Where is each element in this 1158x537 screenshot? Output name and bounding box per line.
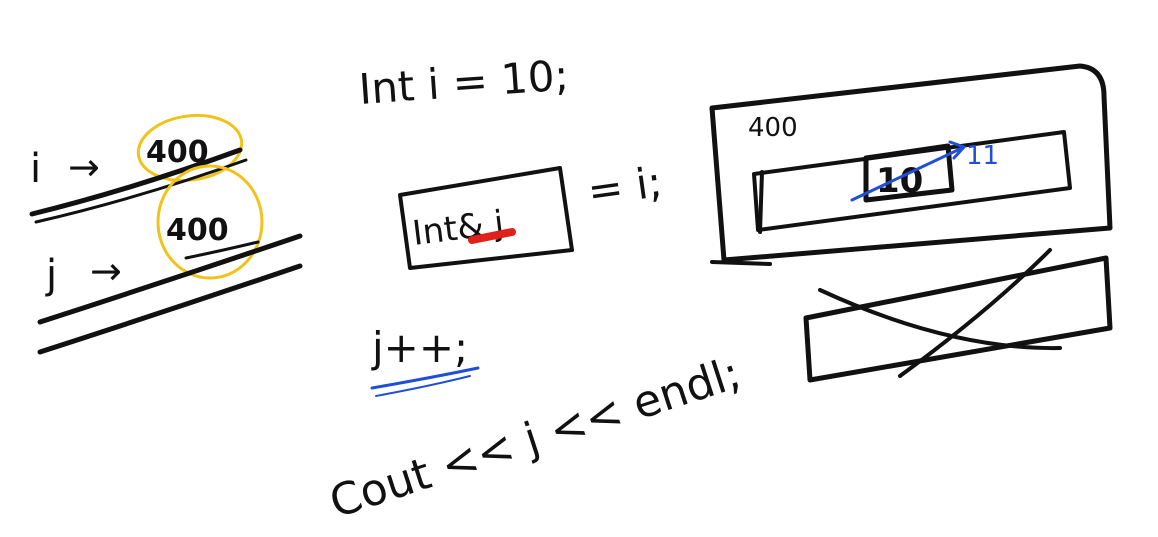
code-reference: Int& j = i; (398, 157, 665, 270)
output-text: Cout << j << endl; (324, 348, 747, 529)
memory-outer-box (709, 63, 1113, 263)
note-var-j: j (45, 252, 57, 298)
memory-cell-divider (758, 170, 764, 234)
note-arrow-1: → (68, 145, 100, 189)
memory-outer-tick (710, 260, 772, 266)
ref-decl-text: Int& j (410, 203, 506, 254)
address-notes: i → 400 j → 400 (29, 113, 303, 355)
underline-i-1 (29, 147, 243, 217)
highlight-circle-i (136, 113, 244, 183)
arrow-head-icon (948, 140, 967, 160)
note-addr-j: 400 (166, 213, 229, 248)
ref-decl-box (398, 166, 574, 270)
increment-underline-blue-2 (375, 375, 471, 397)
underline-i-2 (34, 158, 248, 224)
underline-j-1 (37, 233, 303, 325)
note-var-i: i (30, 146, 41, 192)
value-box (863, 143, 955, 203)
ref-assign-text: = i; (585, 157, 665, 216)
note-arrow-2: → (90, 249, 122, 293)
cross-line-2 (898, 248, 1052, 378)
underline-addr-j (184, 240, 260, 260)
memory-old-value: 10 (876, 161, 923, 201)
memory-diagram: 400 10 11 (709, 63, 1113, 383)
memory-address-label: 400 (748, 113, 798, 143)
cross-line-1 (818, 288, 1062, 351)
code-output: Cout << j << endl; (324, 348, 747, 529)
crossed-box (803, 255, 1113, 383)
ampersand-underline-red (468, 228, 516, 244)
code-increment: j++; (370, 323, 480, 397)
value-strike-arrow (850, 146, 964, 202)
code-line-int-i: Int i = 10; (357, 50, 570, 114)
code-declaration: Int i = 10; (357, 50, 570, 114)
increment-text: j++; (371, 323, 468, 372)
increment-underline-blue-1 (370, 366, 480, 390)
highlight-circle-j (156, 164, 264, 280)
underline-j-2 (37, 263, 303, 355)
memory-new-value: 11 (966, 141, 999, 171)
